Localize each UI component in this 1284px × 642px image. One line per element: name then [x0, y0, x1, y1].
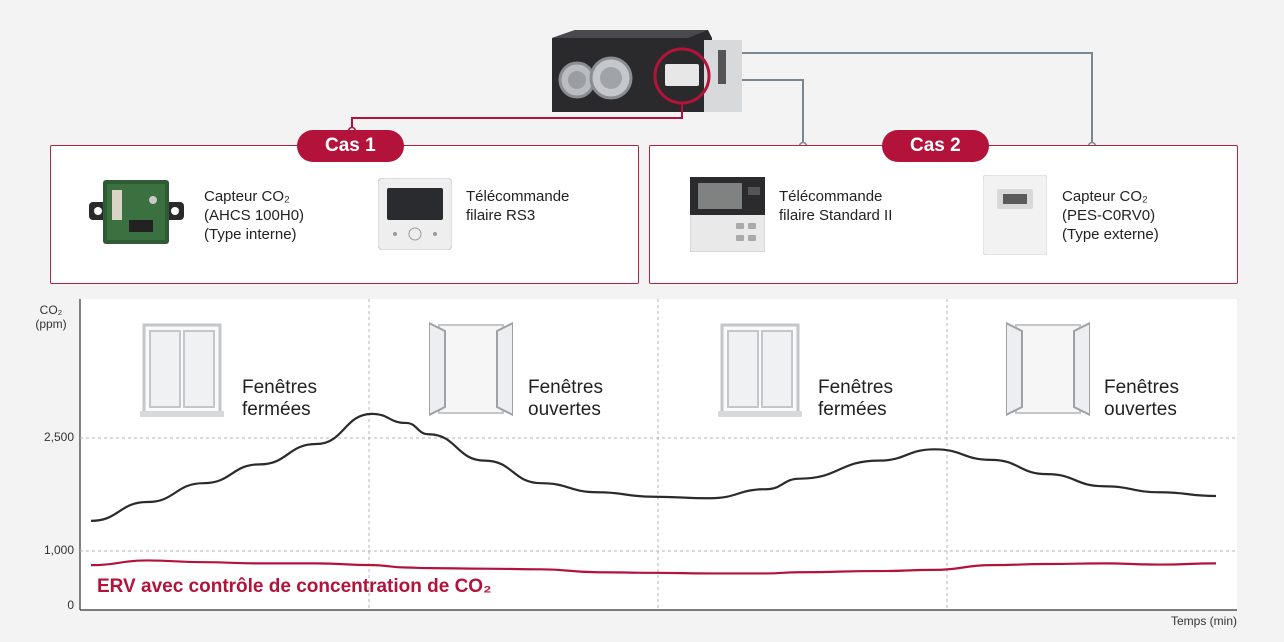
- open-window-icon: [1006, 321, 1090, 417]
- case1-device-a-label: Capteur CO₂ (AHCS 100H0) (Type interne): [204, 188, 305, 243]
- case2-device-b-label: Capteur CO₂ (PES-C0RV0) (Type externe): [1062, 188, 1159, 243]
- open-window-icon: [429, 321, 513, 417]
- standard-ii-remote-image: [690, 177, 765, 252]
- closed-window-icon: [718, 323, 802, 417]
- x-axis-label: Temps (min): [1170, 614, 1237, 628]
- y-tick-label: 1,000: [43, 543, 74, 557]
- phase-label: Fenêtres ouvertes: [528, 377, 603, 420]
- erv-series-label: ERV avec contrôle de concentration de CO…: [97, 576, 492, 597]
- co2-line-windows-series: [90, 412, 1217, 522]
- case1-badge: Cas 1: [297, 130, 404, 162]
- erv-unit-illustration: [552, 30, 742, 112]
- rs3-remote-image: [378, 178, 452, 250]
- phase-label: Fenêtres ouvertes: [1104, 377, 1179, 420]
- closed-window-icon: [140, 323, 224, 417]
- case1-device-b-label: Télécommande filaire RS3: [466, 188, 570, 224]
- case2-badge: Cas 2: [882, 130, 989, 162]
- co2-sensor-internal-image: [89, 180, 184, 244]
- y-unit-label: CO₂ (ppm): [35, 303, 67, 331]
- y-tick-label: 2,500: [43, 430, 74, 444]
- case2-device-a-label: Télécommande filaire Standard II: [779, 188, 893, 224]
- phase-label: Fenêtres fermées: [242, 377, 317, 420]
- co2-sensor-external-image: [983, 175, 1047, 255]
- co2-line-erv-series: [90, 559, 1217, 575]
- y-tick-label: 0: [67, 598, 74, 612]
- phase-label: Fenêtres fermées: [818, 377, 893, 420]
